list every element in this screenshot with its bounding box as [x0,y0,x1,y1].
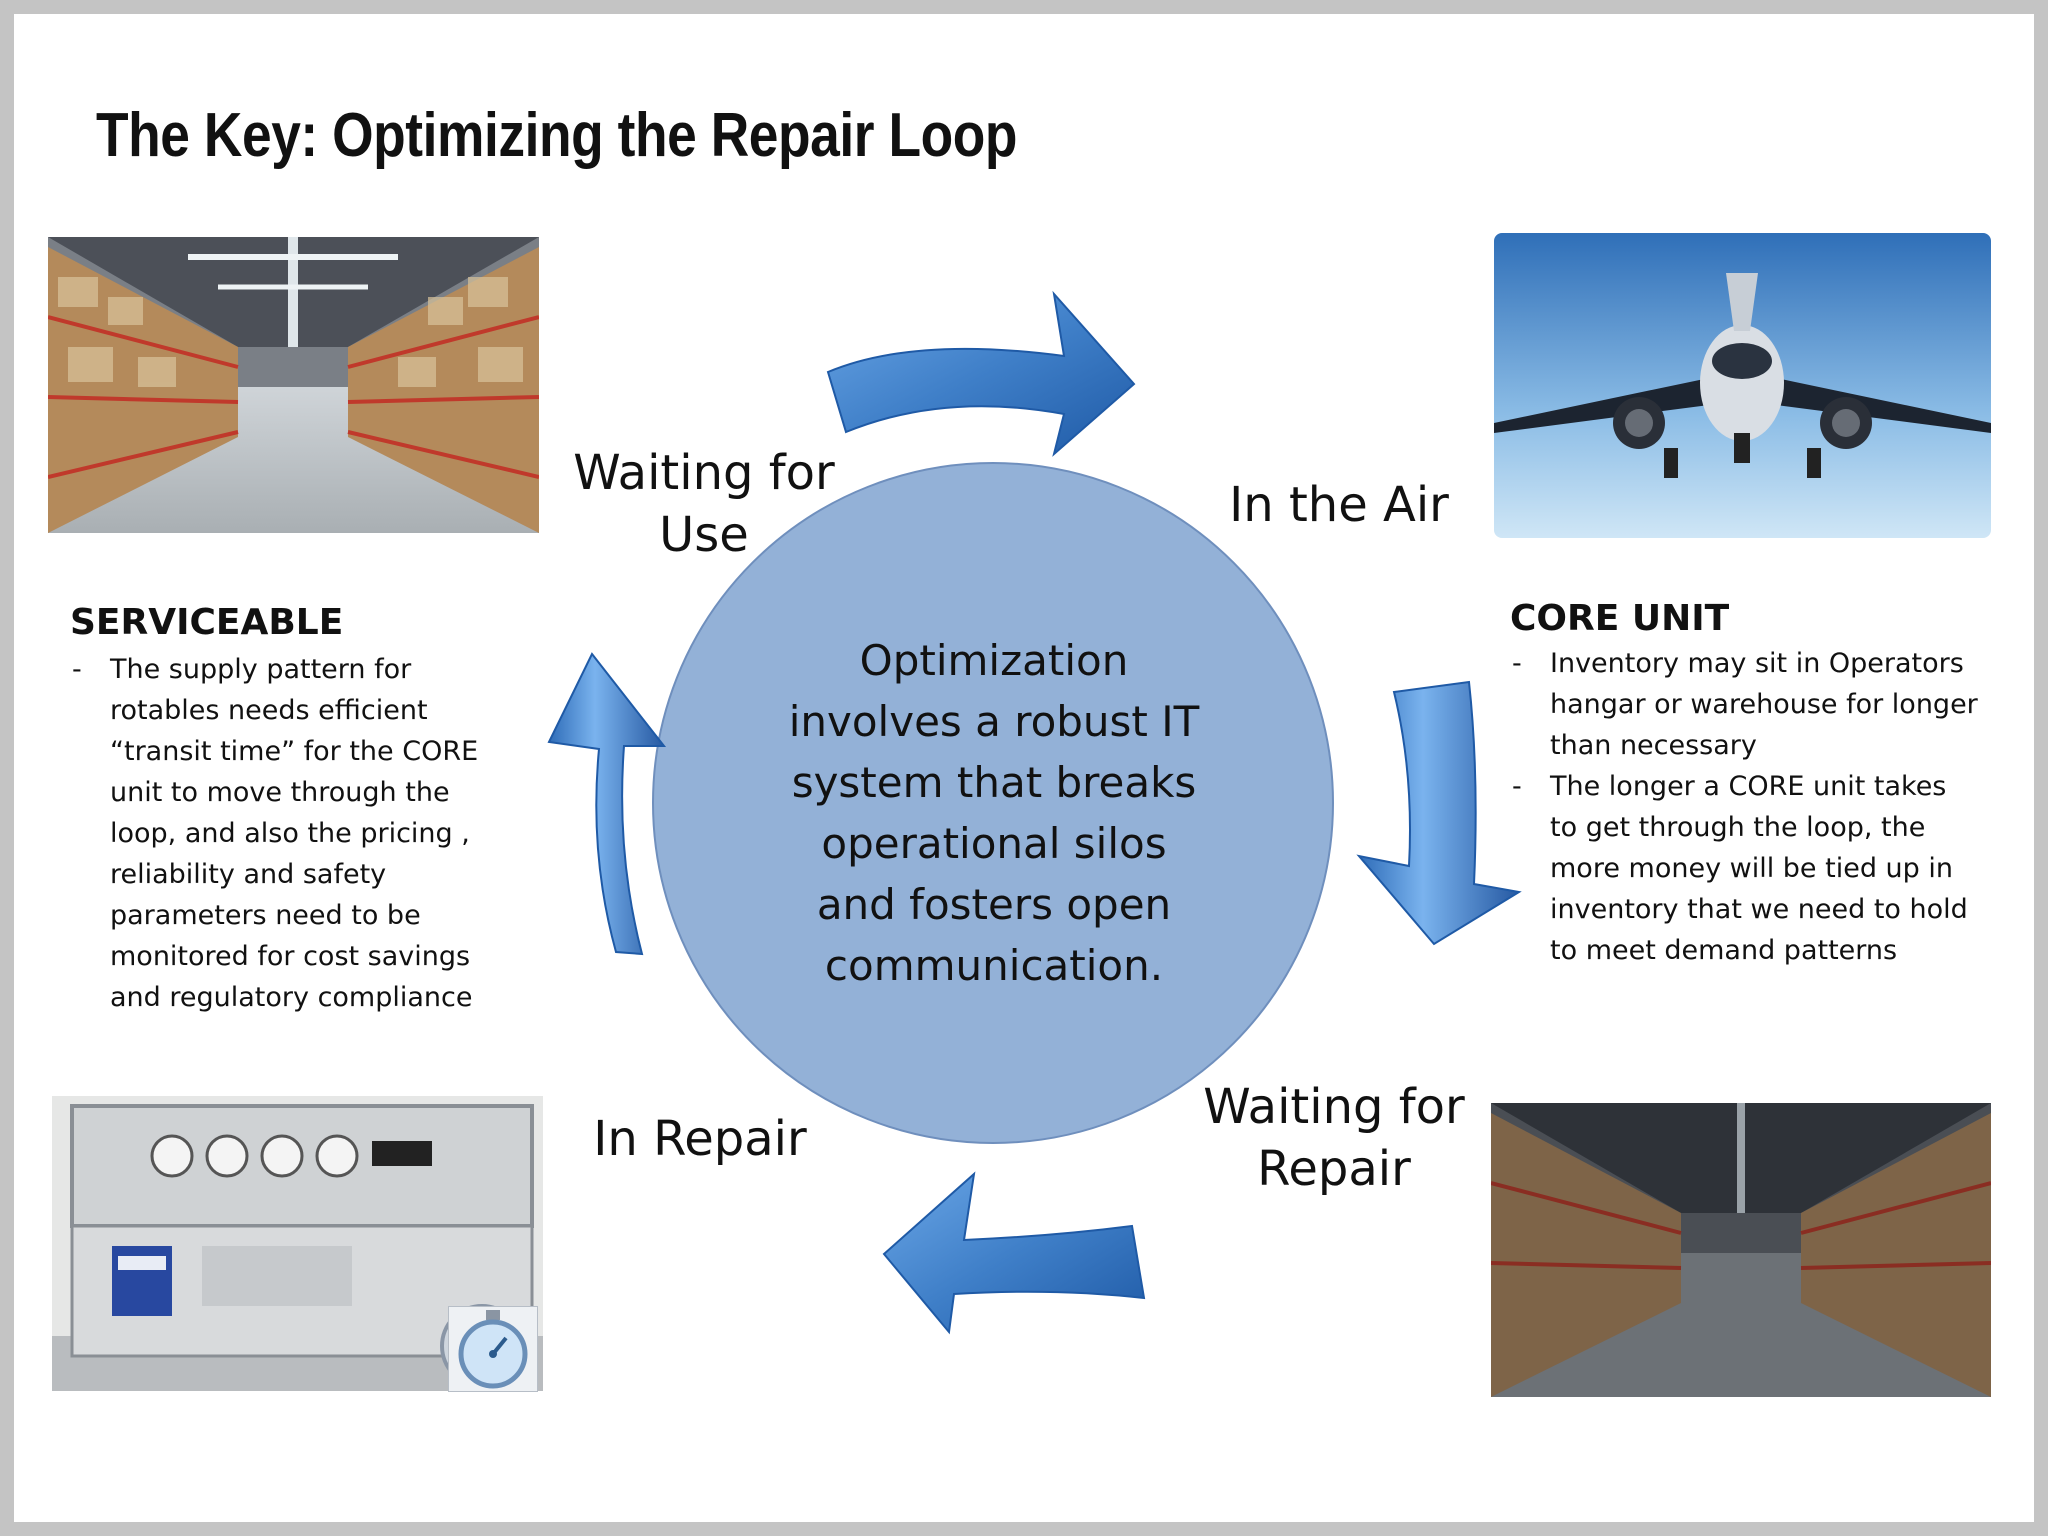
core-unit-title: CORE UNIT [1510,598,1730,639]
label-in-repair: In Repair [593,1111,807,1167]
warehouse-photo [48,237,539,533]
core-unit-bullet: Inventory may sit in Operators hangar or… [1510,643,1980,766]
serviceable-bullets: The supply pattern for rotables needs ef… [70,649,510,1018]
slide: The Key: Optimizing the Repair Loop [14,14,2034,1522]
center-circle [652,462,1334,1144]
core-unit-bullet: The longer a CORE unit takes to get thro… [1510,766,1980,971]
serviceable-bullet: The supply pattern for rotables needs ef… [70,649,510,1018]
airplane-photo [1494,233,1991,538]
warehouse-photo-dark [1491,1103,1991,1397]
serviceable-title: SERVICEABLE [70,602,344,643]
center-text: Optimization involves a robust IT system… [788,636,1200,990]
core-unit-bullets: Inventory may sit in Operators hangar or… [1510,643,1980,971]
serviceable-panel: SERVICEABLE The supply pattern for rotab… [70,602,510,1018]
slide-title: The Key: Optimizing the Repair Loop [96,101,1018,170]
arrow-to-waiting-for-use [547,652,667,956]
arrow-to-in-repair [882,1171,1146,1335]
arrow-to-waiting-for-repair [1356,680,1522,946]
label-in-the-air: In the Air [1229,477,1449,533]
label-waiting-for-use: Waiting for Use [573,445,835,563]
test-bench-photo [52,1096,543,1391]
label-waiting-for-repair: Waiting for Repair [1203,1079,1465,1197]
core-unit-panel: CORE UNIT Inventory may sit in Operators… [1510,598,1980,971]
arrow-to-in-the-air [826,290,1136,457]
stopwatch-icon [447,1305,539,1393]
